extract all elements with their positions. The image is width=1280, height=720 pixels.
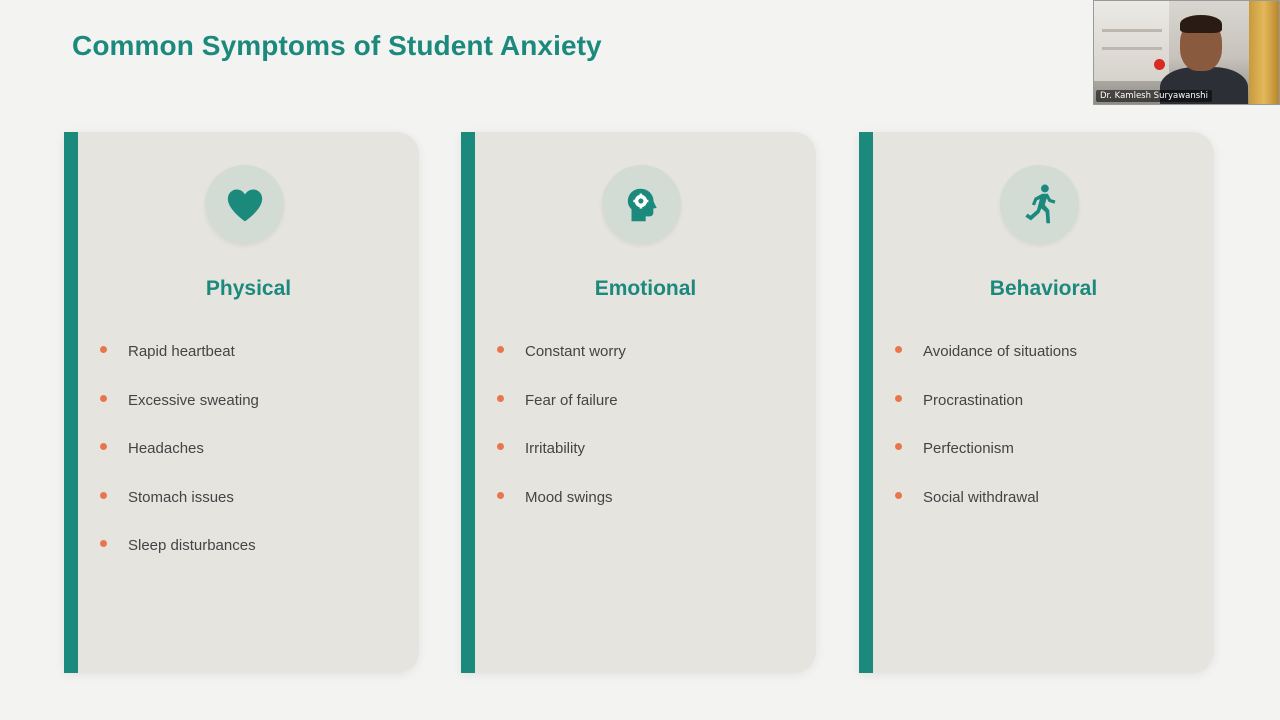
video-background-curtain <box>1249 1 1279 104</box>
list-item-text: Social withdrawal <box>923 488 1039 506</box>
list-item: Social withdrawal <box>895 486 1077 535</box>
list-item-text: Fear of failure <box>525 391 618 409</box>
card-accent-bar <box>859 132 873 673</box>
card-accent-bar <box>64 132 78 673</box>
video-background-shelf <box>1102 47 1162 50</box>
bullet-dot <box>895 346 902 353</box>
list-item: Headaches <box>100 437 259 486</box>
card-title: Emotional <box>594 277 697 300</box>
list-item: Rapid heartbeat <box>100 340 259 389</box>
bullet-dot <box>895 443 902 450</box>
list-item-text: Procrastination <box>923 391 1024 409</box>
video-background-shelf <box>1102 29 1162 32</box>
participant-name-label: Dr. Kamlesh Suryawanshi <box>1096 90 1212 102</box>
list-item: Fear of failure <box>497 389 626 438</box>
card-behavioral: Behavioral Avoidance of situations Procr… <box>859 132 1214 673</box>
video-background-object <box>1154 59 1165 70</box>
slide-title: Common Symptoms of Student Anxiety <box>72 30 602 61</box>
list-item-text: Rapid heartbeat <box>128 343 235 360</box>
card-title: Behavioral <box>989 277 1098 300</box>
card-accent-bar <box>461 132 475 673</box>
bullet-dot <box>497 394 504 402</box>
icon-circle <box>1000 165 1079 244</box>
list-item: Sleep disturbances <box>100 534 259 583</box>
bullet-dot <box>895 491 902 499</box>
bullet-dot <box>100 540 107 547</box>
list-item-text: Perfectionism <box>923 440 1014 457</box>
list-item: Perfectionism <box>895 437 1077 486</box>
list-item-text: Headaches <box>128 440 204 457</box>
list-item-text: Avoidance of situations <box>923 343 1077 360</box>
list-item-text: Stomach issues <box>128 488 234 506</box>
list-item: Excessive sweating <box>100 389 259 438</box>
card-title: Physical <box>205 277 292 300</box>
list-item-text: Sleep disturbances <box>128 537 256 554</box>
symptom-list: Avoidance of situations Procrastination … <box>895 340 1077 534</box>
list-item: Irritability <box>497 437 626 486</box>
running-person-icon <box>1024 184 1055 223</box>
bullet-dot <box>100 443 107 450</box>
list-item-text: Mood swings <box>525 488 613 506</box>
icon-circle <box>205 165 284 244</box>
list-item: Procrastination <box>895 389 1077 438</box>
list-item-text: Irritability <box>525 440 586 457</box>
head-gear-icon <box>627 188 657 221</box>
bullet-dot <box>497 346 504 353</box>
bullet-dot <box>100 346 107 353</box>
icon-circle <box>602 165 681 244</box>
participant-video-tile[interactable]: Dr. Kamlesh Suryawanshi <box>1093 0 1280 105</box>
symptom-list: Rapid heartbeat Excessive sweating Heada… <box>100 340 259 583</box>
bullet-dot <box>497 443 504 450</box>
bullet-dot <box>895 394 902 402</box>
list-item: Mood swings <box>497 486 626 535</box>
bullet-dot <box>497 491 504 499</box>
card-emotional: Emotional Constant worry Fear of failure… <box>461 132 816 673</box>
heart-icon <box>227 188 262 221</box>
card-physical: Physical Rapid heartbeat Excessive sweat… <box>64 132 419 673</box>
list-item-text: Excessive sweating <box>128 391 259 409</box>
symptom-list: Constant worry Fear of failure Irritabil… <box>497 340 626 534</box>
list-item: Constant worry <box>497 340 626 389</box>
list-item: Avoidance of situations <box>895 340 1077 389</box>
bullet-dot <box>100 394 107 402</box>
list-item: Stomach issues <box>100 486 259 535</box>
list-item-text: Constant worry <box>525 343 626 360</box>
bullet-dot <box>100 491 107 499</box>
participant-hair <box>1180 15 1222 33</box>
